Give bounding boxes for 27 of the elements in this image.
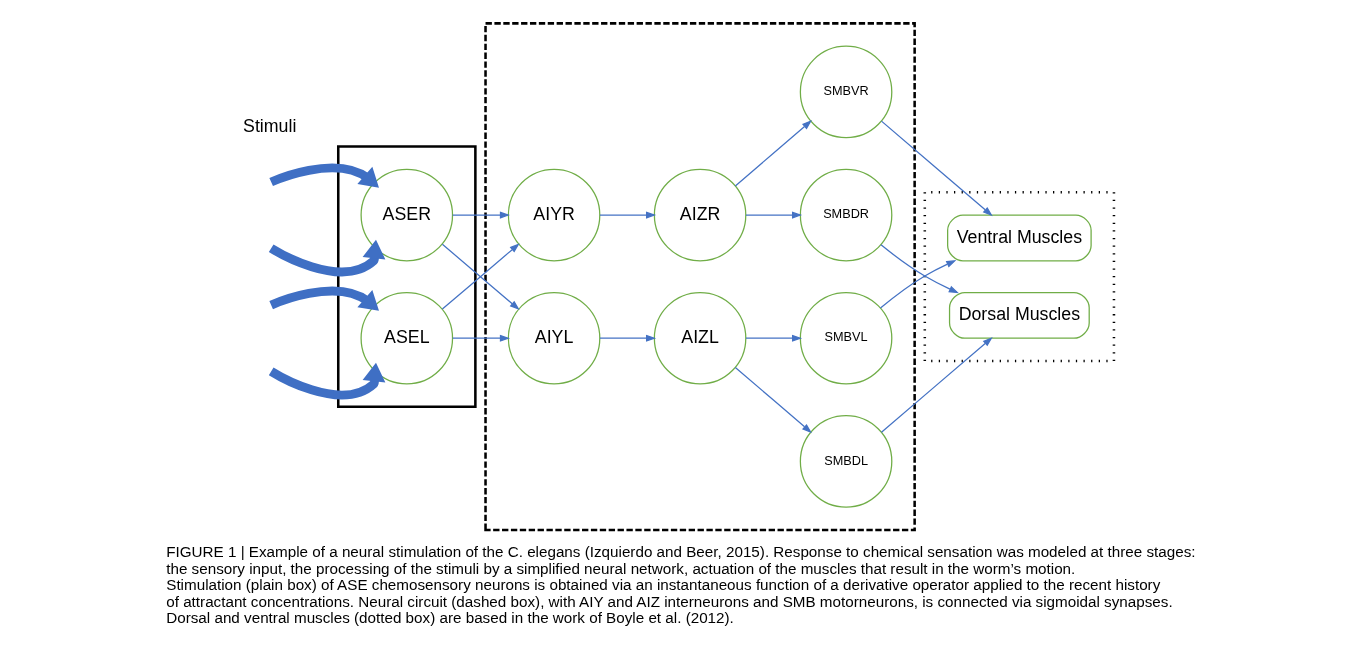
arrow	[452, 211, 511, 219]
arrow	[879, 260, 957, 309]
cluster	[923, 190, 1116, 363]
node-box: Ventral Muscles	[947, 214, 1092, 262]
cluster	[484, 22, 916, 532]
arrow	[745, 334, 803, 342]
arrow	[745, 211, 803, 219]
node-circle: AIZR	[653, 168, 747, 262]
arrow	[880, 337, 993, 433]
arrow	[268, 362, 386, 400]
arrow	[599, 334, 657, 342]
node-circle: AIZL	[653, 291, 747, 385]
arrow	[599, 211, 657, 219]
node-circle: SMBDR	[799, 168, 893, 262]
arrow	[734, 366, 812, 434]
arrow	[880, 244, 959, 294]
arrow	[269, 286, 379, 311]
arrow	[734, 120, 812, 187]
arrow	[268, 239, 386, 277]
node-circle: SMBVL	[799, 291, 893, 385]
label: Stimuli	[243, 116, 297, 137]
arrow	[452, 334, 511, 342]
node-box: Dorsal Muscles	[948, 291, 1090, 339]
arrow	[269, 163, 379, 188]
cluster	[337, 145, 477, 409]
arrow	[880, 120, 993, 217]
caption: FIGURE 1 | Example of a neural stimulation of the C. elegans (Izquierdo and Beer, 2015). Response to chemical sensation was modeled at three stages: the sensory input, the processing of the stimuli by a simplified neural network, actuation of the muscles that result in the worm’s motion. Stimulation (plain box) of ASE chemosensory neurons is obtained via an instantaneous function of a derivative operator applied to the recent history of attractant concentrations. Neural circuit (dashed box), with AIY and AIZ interneurons and SMB motorneurons, is connected via sigmoidal synapses. Dorsal and ventral muscles (dotted box) are based in the work of Boyle et al. (2012).	[166, 543, 1196, 627]
